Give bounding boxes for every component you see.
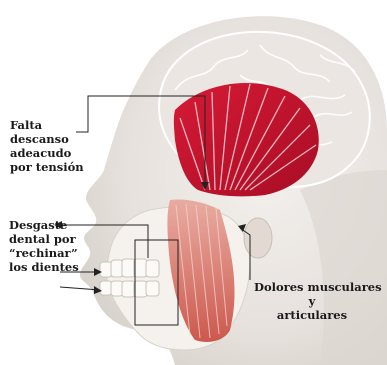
label-desgaste-line-4: los dientes xyxy=(9,260,79,274)
label-falta-line-2: descanso xyxy=(10,132,84,146)
label-desgaste-line-2: dental por xyxy=(9,232,79,246)
label-falta-descanso: Falta descanso adeacudo por tensión xyxy=(10,118,84,174)
label-falta-line-1: Falta xyxy=(10,118,84,132)
label-desgaste-line-3: “rechinar” xyxy=(9,246,79,260)
ear-joint xyxy=(244,218,272,258)
label-falta-line-3: adeacudo xyxy=(10,146,84,160)
label-dolores-line-1: Dolores musculares xyxy=(254,280,370,294)
label-dolores-musculares: Dolores musculares y articulares xyxy=(254,280,370,322)
label-dolores-line-2: y xyxy=(254,294,370,308)
label-desgaste-line-1: Desgaste xyxy=(9,218,79,232)
label-falta-line-4: por tensión xyxy=(10,160,84,174)
label-dolores-line-3: articulares xyxy=(254,308,370,322)
label-desgaste-dental: Desgaste dental por “rechinar” los dient… xyxy=(9,218,79,274)
